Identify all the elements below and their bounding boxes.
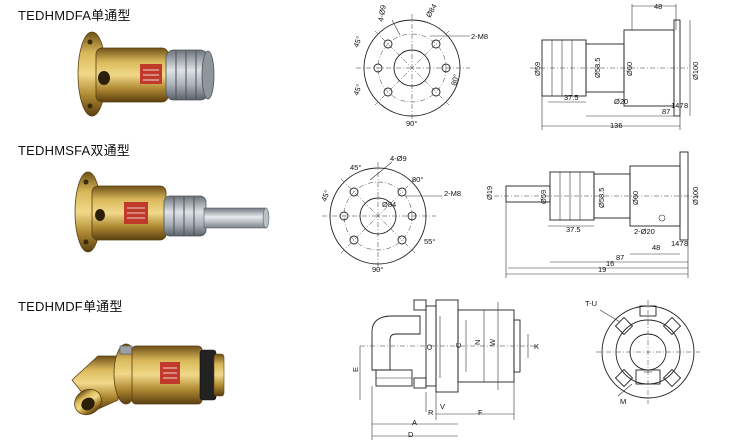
- d1-front-angle-a: 45°: [351, 35, 363, 49]
- d2-front-thread: 2-M8: [444, 189, 461, 198]
- drawing2-front-view: [322, 161, 442, 272]
- d1-side-l375: 37.5: [564, 93, 579, 102]
- d2-front-pcd: Ø84: [382, 200, 396, 209]
- d3-side-c: C: [454, 342, 463, 348]
- d2-side-l87: 87: [616, 253, 624, 262]
- d1-front-angle-c: 90°: [406, 119, 417, 128]
- d1-front-angle-b: 45°: [351, 83, 363, 97]
- product-photo-tedhmdfa: [77, 31, 215, 117]
- drawing1-side-view: [530, 4, 691, 130]
- model-title-tedhmsfa: TEDHMSFA双通型: [18, 143, 130, 158]
- d1-side-d59: Ø59: [533, 62, 542, 76]
- d2-side-l375: 37.5: [566, 225, 581, 234]
- d1-side-d100: Ø100: [691, 62, 700, 80]
- d3-front-tu: T-U: [585, 299, 597, 308]
- d3-side-o: O: [425, 344, 434, 350]
- d1-side-d585: Ø58.5: [593, 58, 602, 78]
- d3-side-n: N: [473, 340, 482, 345]
- d1-side-l8: 8: [684, 101, 688, 110]
- d3-front-m: M: [620, 397, 626, 406]
- d3-side-d: D: [408, 430, 414, 439]
- d1-side-l136: 136: [610, 121, 623, 130]
- d2-side-d19: Ø19: [485, 186, 494, 200]
- d2-front-angle-d: 80°: [412, 175, 423, 184]
- d3-side-r: R: [428, 408, 434, 417]
- drawing3-side-view: [359, 299, 540, 440]
- d2-side-d20: 2-Ø20: [634, 227, 655, 236]
- d2-side-d585: Ø58.5: [597, 188, 606, 208]
- d1-side-d60: Ø60: [625, 62, 634, 76]
- d1-side-l48: 48: [654, 2, 662, 11]
- d2-front-holes: 4-Ø9: [390, 154, 407, 163]
- d1-front-angle-d: 80°: [449, 73, 461, 86]
- d1-front-pcd: Ø84: [424, 2, 439, 19]
- d2-front-angle-a: 45°: [350, 163, 361, 172]
- d2-side-l48: 48: [652, 243, 660, 252]
- d3-side-f: F: [478, 408, 483, 417]
- d1-side-d20: Ø20: [614, 97, 628, 106]
- d2-side-l19: 19: [598, 265, 606, 274]
- d3-side-a: A: [412, 418, 417, 427]
- d2-side-d60: Ø60: [631, 191, 640, 205]
- drawing3-front-view: [596, 300, 700, 404]
- d3-side-k: K: [534, 342, 539, 351]
- d2-side-d59: Ø59: [539, 190, 548, 204]
- d2-front-angle-b: 45°: [319, 189, 331, 203]
- d2-side-l16: 16: [606, 259, 614, 268]
- product-photo-tedhmdf: [71, 343, 225, 416]
- drawing1-front-view: [356, 14, 470, 124]
- model-title-tedhmdfa: TEDHMDFA单通型: [18, 8, 131, 23]
- d2-front-angle-c: 90°: [372, 265, 383, 274]
- d1-front-holes: 4-Ø9: [376, 4, 388, 22]
- drawing2-side-view: [494, 151, 700, 278]
- d2-side-d100: Ø100: [691, 187, 700, 205]
- model-title-tedhmdf: TEDHMDF单通型: [18, 299, 123, 314]
- d2-side-l147: 147: [671, 239, 684, 248]
- d3-side-w: W: [488, 338, 497, 346]
- product-photo-tedhmsfa: [74, 171, 270, 253]
- d3-side-e: E: [351, 367, 360, 372]
- d2-side-l8: 8: [684, 239, 688, 248]
- d1-side-l147: 147: [671, 101, 684, 110]
- d3-side-v: V: [440, 402, 445, 411]
- d2-front-angle-e: 55°: [424, 237, 435, 246]
- d1-side-l87: 87: [662, 107, 670, 116]
- d1-front-thread: 2-M8: [471, 32, 488, 41]
- product-label-icon: [140, 64, 162, 84]
